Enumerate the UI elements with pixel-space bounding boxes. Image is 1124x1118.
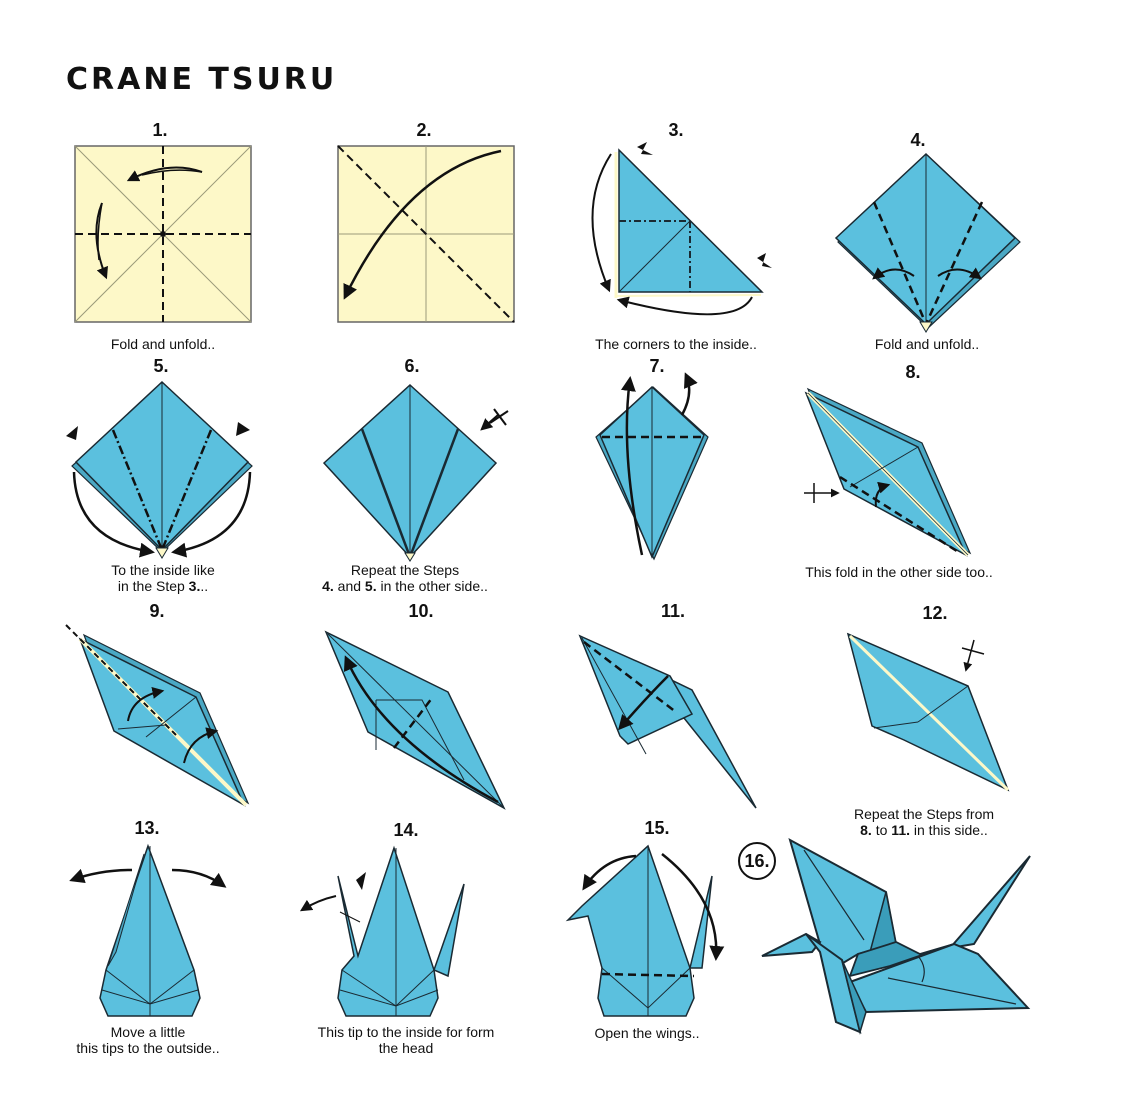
- step-5-caption: To the inside like in the Step 3...: [111, 562, 215, 594]
- step-3-number: 3.: [668, 120, 684, 140]
- step-8-diagram: [804, 387, 972, 557]
- step-4-diagram: [834, 152, 1021, 333]
- step-9-diagram: [65, 624, 250, 807]
- step-6-caption: Repeat the Steps 4. and 5. in the other …: [322, 562, 488, 594]
- step-7-diagram: [595, 372, 709, 561]
- step-3-caption: The corners to the inside..: [595, 336, 757, 352]
- step-4-caption: Fold and unfold..: [874, 336, 980, 352]
- step-4-number: 4.: [910, 130, 926, 150]
- step-13-caption: Move a little this tips to the outside..: [76, 1024, 220, 1056]
- step-11-diagram: [578, 634, 757, 809]
- step-3-diagram: [591, 142, 772, 316]
- step-14-number: 14.: [393, 820, 419, 840]
- step-15-caption: Open the wings..: [594, 1025, 700, 1041]
- step-1-number: 1.: [152, 120, 168, 140]
- step-5-number: 5.: [153, 356, 169, 376]
- step-7-number: 7.: [649, 356, 665, 376]
- step-10-number: 10.: [408, 601, 434, 621]
- step-12-caption: Repeat the Steps from 8. to 11. in this …: [853, 806, 995, 838]
- step-12-diagram: [846, 632, 1010, 792]
- step-14-caption: This tip to the inside for form the head: [317, 1024, 495, 1056]
- step-1-caption: Fold and unfold..: [110, 336, 216, 352]
- step-9-number: 9.: [149, 601, 165, 621]
- step-2-number: 2.: [416, 120, 432, 140]
- step-11-number: 11.: [660, 601, 686, 621]
- step-6-number: 6.: [404, 356, 420, 376]
- step-1-diagram: [74, 145, 252, 323]
- step-15-number: 15.: [644, 818, 670, 838]
- fold-arrowhead-icon: [637, 142, 653, 155]
- step-2-diagram: [337, 145, 515, 323]
- step-6-diagram: [322, 383, 509, 562]
- page-title: CRANE TSURU: [66, 62, 338, 97]
- step-15-diagram: [565, 844, 725, 1017]
- step-14-diagram: [299, 845, 465, 1017]
- step-8-caption: This fold in the other side too..: [805, 564, 993, 580]
- step-13-number: 13.: [134, 818, 160, 838]
- step-16-number-badge: 16.: [738, 842, 776, 880]
- step-13-diagram: [69, 843, 227, 1017]
- step-10-diagram: [324, 630, 506, 810]
- step-12-number: 12.: [922, 603, 948, 623]
- step-8-number: 8.: [905, 362, 921, 382]
- step-16-crane-diagram: [761, 837, 1031, 1035]
- step-5-diagram: [66, 380, 253, 559]
